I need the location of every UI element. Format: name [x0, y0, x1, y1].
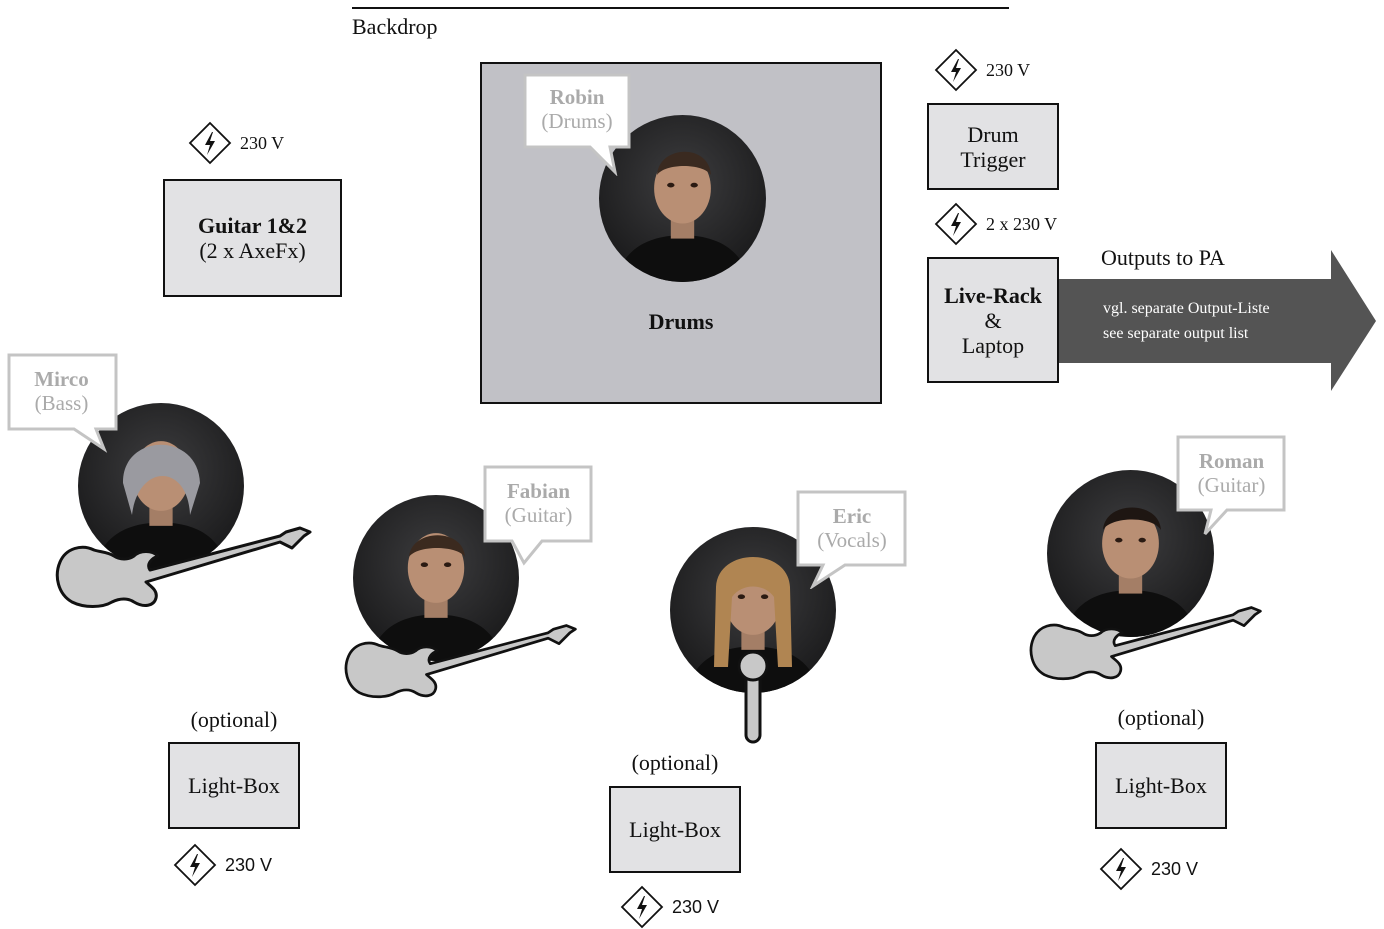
backdrop-label: Backdrop [352, 14, 438, 39]
power-label: 230 V [1151, 858, 1199, 879]
musician-name: Mirco [34, 367, 89, 391]
musician-name: Roman [1198, 449, 1265, 473]
fabian-speech-bubble [483, 465, 593, 566]
lightbox-right: Light-Box [1095, 742, 1227, 829]
roman-portrait [1047, 470, 1214, 637]
power-label: 230 V [986, 59, 1031, 80]
optional-label: (optional) [631, 750, 719, 775]
bass-guitar-icon [55, 526, 312, 608]
power-icon [935, 49, 977, 91]
musician-role: (Guitar) [504, 503, 573, 527]
power-lightbox-left: 230 V [173, 843, 272, 887]
musician-role: (Bass) [34, 391, 89, 415]
drum-trigger-box: Drum Trigger [927, 103, 1059, 190]
fabian-label: Fabian (Guitar) [487, 479, 590, 527]
power-lightbox-center: 230 V [620, 885, 719, 929]
power-icon [189, 122, 231, 164]
power-lightbox-right: 230 V [1099, 847, 1198, 891]
power-icon [621, 886, 663, 928]
power-icon [1100, 848, 1142, 890]
outputs-arrow [1056, 250, 1376, 391]
musician-role: (Vocals) [817, 528, 887, 552]
eric-label: Eric (Vocals) [800, 504, 904, 552]
musician-name: Eric [832, 504, 872, 528]
musician-name: Robin [549, 85, 605, 109]
box-line: Live-Rack [944, 282, 1042, 308]
eric-portrait [670, 527, 836, 693]
optional-label: (optional) [1117, 705, 1205, 730]
power-live-rack: 2 x 230 V [934, 202, 1057, 246]
backdrop-line [352, 7, 1009, 9]
box-line: Trigger [960, 146, 1026, 172]
robin-speech-bubble [523, 73, 631, 176]
box-line: Light-Box [188, 773, 280, 798]
roman-label: Roman (Guitar) [1180, 449, 1283, 497]
guitar-icon [344, 624, 577, 699]
eric-speech-bubble [796, 490, 907, 589]
robin-portrait [599, 115, 766, 282]
microphone-icon [737, 650, 769, 744]
musician-name: Fabian [506, 479, 571, 503]
power-label: 230 V [672, 896, 720, 917]
box-line: Drum [967, 121, 1019, 147]
guitar-icon [1029, 606, 1262, 681]
box-line: (2 x AxeFx) [199, 238, 306, 263]
box-line: Light-Box [629, 817, 721, 842]
power-label: 230 V [225, 854, 273, 875]
power-guitar-amp: 230 V [188, 121, 284, 165]
box-line: Laptop [961, 332, 1025, 358]
optional-label: (optional) [190, 707, 278, 732]
outputs-label: Outputs to PA [1101, 245, 1225, 270]
power-label: 2 x 230 V [986, 213, 1058, 234]
drum-riser-label: Drums [648, 309, 714, 334]
power-label: 230 V [240, 132, 285, 153]
box-line: Guitar 1&2 [198, 213, 307, 238]
power-drum-trigger: 230 V [934, 48, 1030, 92]
box-line: Light-Box [1115, 773, 1207, 798]
box-line: & [984, 307, 1002, 333]
power-icon [935, 203, 977, 245]
robin-label: Robin (Drums) [525, 85, 629, 133]
mirco-label: Mirco (Bass) [9, 367, 114, 415]
power-icon [174, 844, 216, 886]
outputs-note: vgl. separate Output-Liste see separate … [1103, 296, 1270, 346]
mirco-portrait [78, 403, 244, 569]
musician-role: (Guitar) [1197, 473, 1266, 497]
guitar-amp-box: Guitar 1&2 (2 x AxeFx) [163, 179, 342, 297]
roman-speech-bubble [1176, 435, 1286, 536]
fabian-portrait [353, 495, 519, 661]
lightbox-left: Light-Box [168, 742, 300, 829]
outputs-note-en: see separate output list [1103, 325, 1249, 342]
musician-role: (Drums) [541, 109, 613, 133]
live-rack-box: Live-Rack & Laptop [927, 257, 1059, 383]
mirco-speech-bubble [7, 353, 118, 453]
outputs-note-de: vgl. separate Output-Liste [1103, 300, 1270, 317]
lightbox-center: Light-Box [609, 786, 741, 873]
